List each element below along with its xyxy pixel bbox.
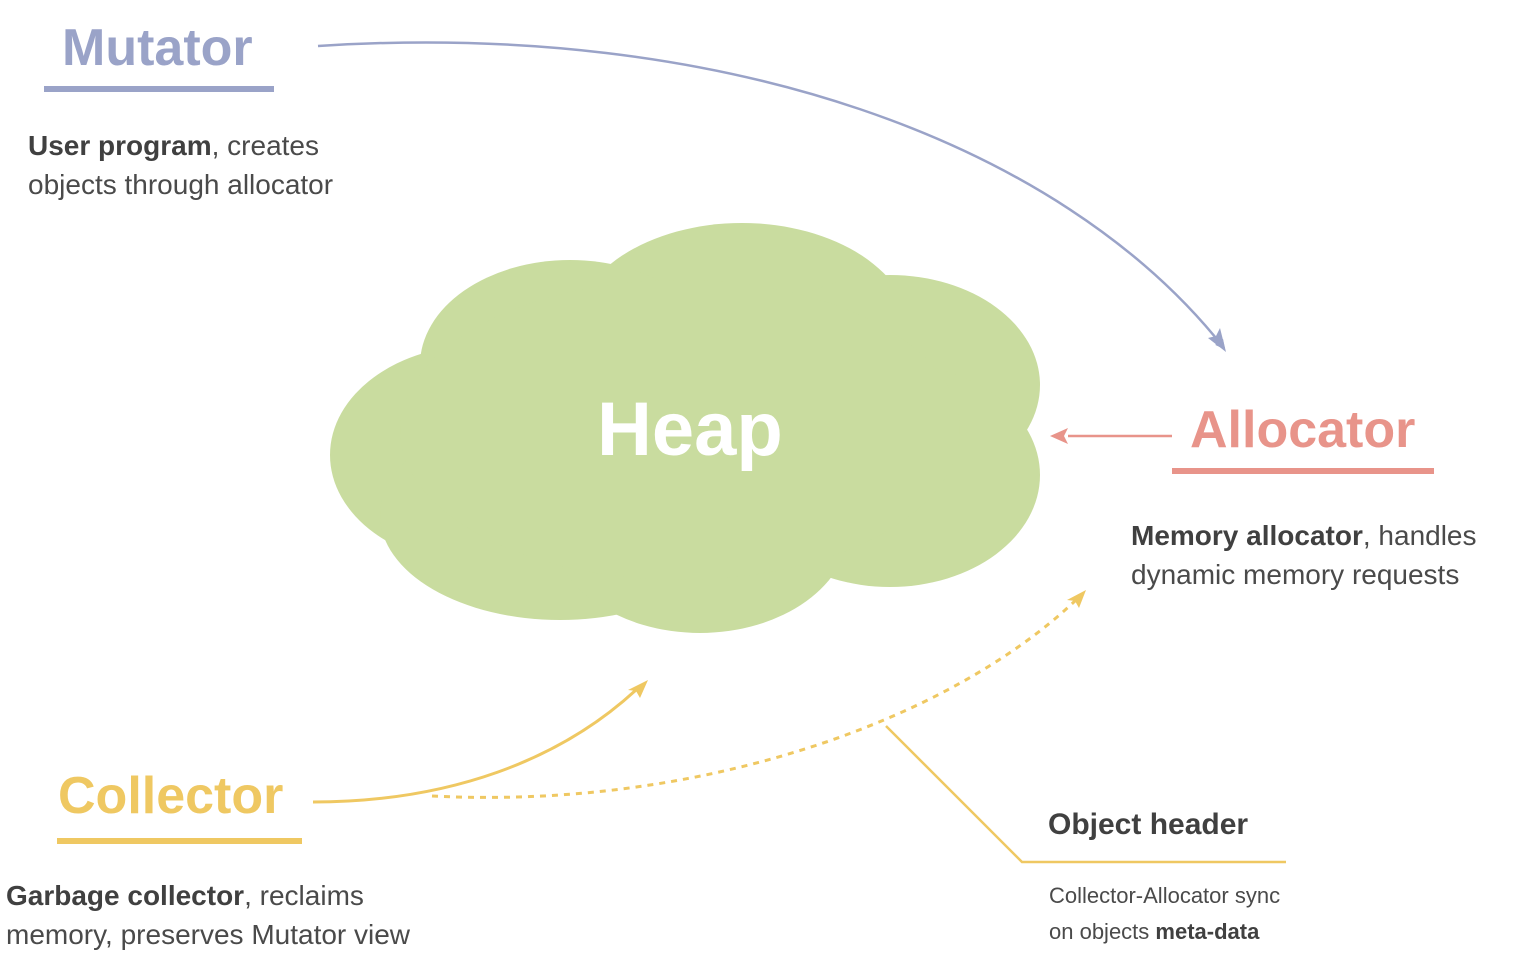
object-header-title: Object header	[1048, 808, 1249, 841]
object-header-desc-line1: Collector-Allocator sync	[1049, 883, 1281, 908]
allocator-desc-rest: , handles	[1362, 520, 1477, 551]
allocator-arrowhead	[1050, 428, 1068, 444]
collector-desc-bold: Garbage collector	[6, 880, 245, 911]
mutator-underline	[44, 86, 274, 92]
collector-description: Garbage collector, reclaims memory, pres…	[6, 876, 410, 954]
collector-to-allocator-dashed-arrow	[431, 598, 1078, 799]
mutator-desc-rest: , creates	[211, 130, 320, 161]
collector-title: Collector	[58, 767, 284, 825]
allocator-desc-line2: dynamic memory requests	[1131, 559, 1460, 590]
mutator-to-allocator-arrow	[317, 41, 1226, 350]
collector-desc-rest: , reclaims	[244, 880, 364, 911]
object-header-description: Collector-Allocator sync on objects meta…	[1049, 878, 1280, 950]
heap-label: Heap	[597, 387, 783, 472]
mutator-arrowhead	[1208, 328, 1226, 352]
dashed-arrowhead	[1067, 590, 1086, 608]
mutator-description: User program, creates objects through al…	[28, 126, 333, 204]
object-header-desc-line2-plain: on objects	[1049, 919, 1156, 944]
allocator-underline	[1172, 468, 1434, 474]
object-header-leader-line	[885, 725, 1286, 864]
object-header-desc-line2-bold: meta-data	[1155, 919, 1260, 944]
mutator-desc-line2: objects through allocator	[28, 169, 334, 200]
allocator-title: Allocator	[1190, 401, 1416, 459]
collector-arrowhead	[628, 680, 648, 698]
mutator-title: Mutator	[62, 19, 253, 77]
allocator-desc-bold: Memory allocator	[1131, 520, 1363, 551]
heap-cloud	[330, 223, 1040, 633]
collector-to-heap-arrow	[312, 688, 638, 804]
collector-desc-line2: memory, preserves Mutator view	[6, 919, 411, 950]
collector-underline	[57, 838, 302, 844]
allocator-description: Memory allocator, handles dynamic memory…	[1131, 516, 1477, 594]
mutator-desc-bold: User program	[28, 130, 212, 161]
